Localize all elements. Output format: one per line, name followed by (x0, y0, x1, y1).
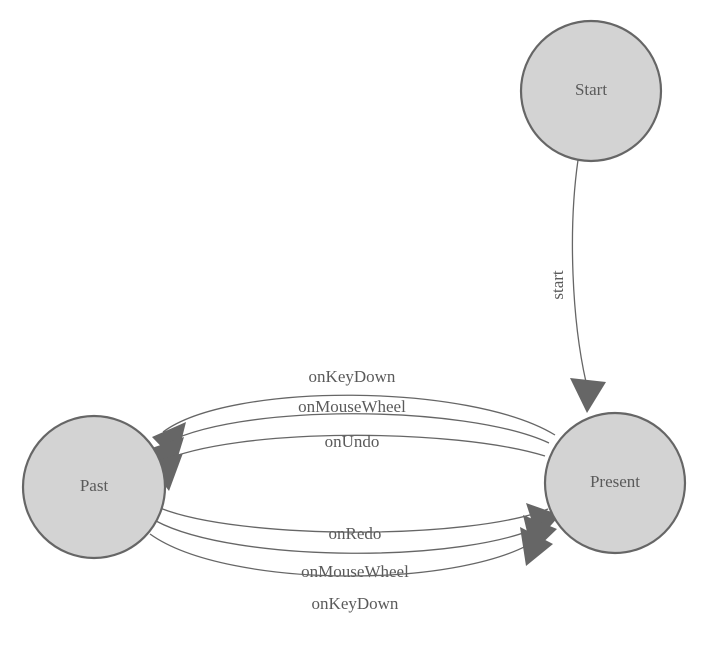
node-past-label: Past (80, 476, 109, 495)
edge-label-past-present-onkeydown: onKeyDown (312, 594, 399, 613)
node-present[interactable]: Present (543, 411, 687, 555)
edge-label-present-past-onmousewheel: onMouseWheel (298, 397, 406, 416)
node-start-label: Start (575, 80, 607, 99)
edge-present-to-past-onmousewheel-path (160, 413, 550, 447)
edge-label-start: start (548, 270, 567, 300)
edge-label-past-present-onredo: onRedo (329, 524, 382, 543)
node-present-circle (543, 411, 687, 555)
edge-present-to-past-onmousewheel[interactable]: onMouseWheel (149, 397, 550, 476)
edge-label-past-present-onmousewheel: onMouseWheel (301, 562, 409, 581)
edge-past-to-present-onredo[interactable]: onRedo (159, 503, 560, 543)
node-past-circle (21, 414, 167, 560)
node-start-circle (519, 19, 663, 163)
node-present-label: Present (590, 472, 640, 491)
edge-start-to-present-path (571, 159, 587, 383)
edge-past-to-present-onmousewheel-path (155, 520, 546, 554)
edge-present-to-past-onundo[interactable]: onUndo (148, 432, 546, 491)
edge-start-to-present-arrowhead (570, 378, 606, 413)
edge-past-to-present-onkeydown-path (149, 533, 542, 577)
node-past[interactable]: Past (21, 414, 167, 560)
edge-present-to-past-onkeydown-path (162, 394, 556, 436)
edge-label-present-past-onkeydown: onKeyDown (309, 367, 396, 386)
edge-start-to-present[interactable]: start (548, 159, 606, 413)
edge-past-to-present-onkeydown-arrowhead (520, 527, 553, 566)
edge-present-to-past-onmousewheel-arrowhead (149, 437, 184, 476)
edge-past-to-present-onkeydown[interactable]: onKeyDown (149, 527, 553, 613)
edge-present-to-past-onundo-path (159, 434, 546, 463)
edge-label-present-past-onundo: onUndo (325, 432, 380, 451)
node-start[interactable]: Start (519, 19, 663, 163)
edge-past-to-present-onredo-path (159, 507, 549, 533)
